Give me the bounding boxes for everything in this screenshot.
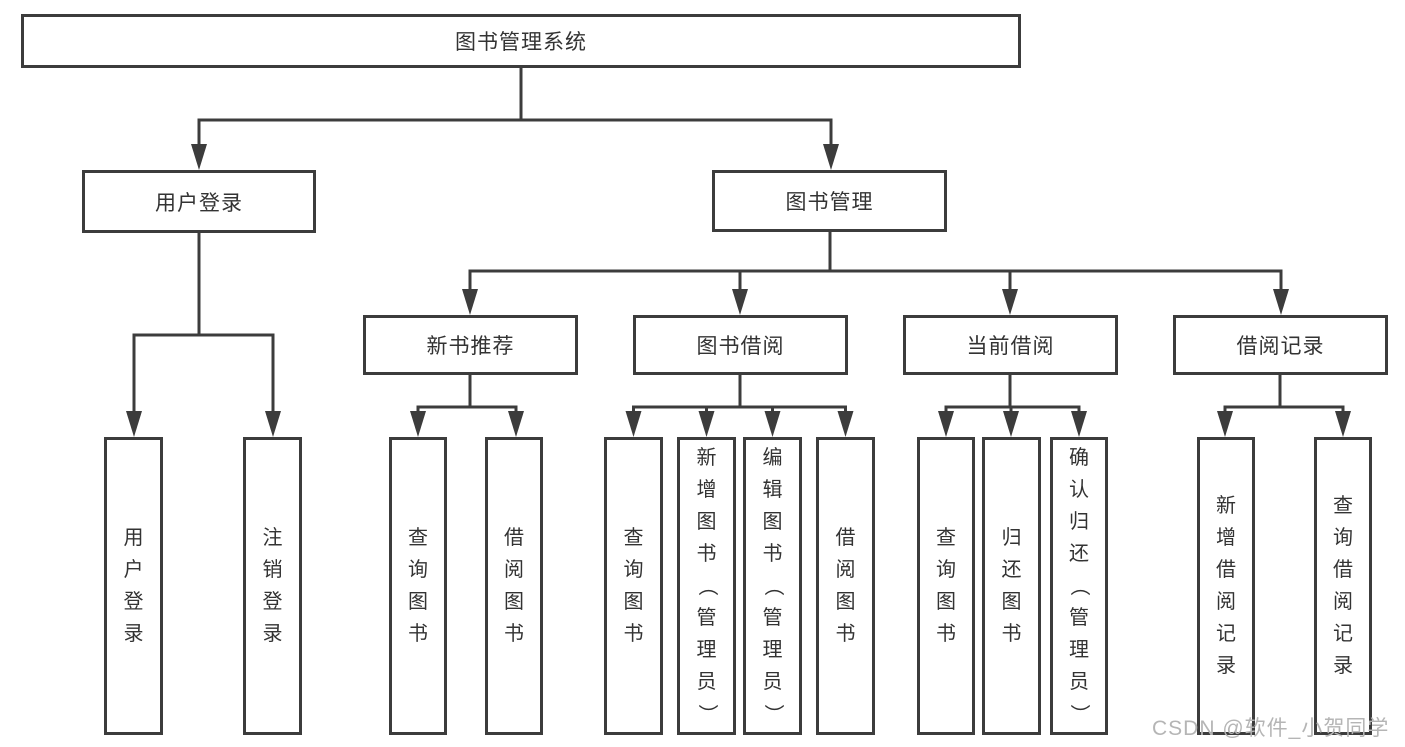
node-user-login: 用户登录 xyxy=(104,437,163,735)
node-book-borrowing: 图书借阅 xyxy=(633,315,848,375)
csdn-watermark: CSDN @软件_小贺同学 xyxy=(1152,717,1390,740)
node-query-borrow-record: 查询借阅记录 xyxy=(1314,437,1372,735)
node-library-management-system: 图书管理系统 xyxy=(21,14,1021,68)
node-new-book-recommendation: 新书推荐 xyxy=(363,315,578,375)
node-current-borrowing: 当前借阅 xyxy=(903,315,1118,375)
node-logout: 注销登录 xyxy=(243,437,302,735)
node-user-login-group: 用户登录 xyxy=(82,170,316,233)
node-query-books-borrowing: 查询图书 xyxy=(604,437,663,735)
node-borrow-books: 借阅图书 xyxy=(816,437,875,735)
node-query-books-current: 查询图书 xyxy=(917,437,975,735)
node-edit-books-admin: 编辑图书（管理员） xyxy=(743,437,802,735)
node-book-management: 图书管理 xyxy=(712,170,947,232)
node-add-borrow-record: 新增借阅记录 xyxy=(1197,437,1255,735)
node-borrowing-records: 借阅记录 xyxy=(1173,315,1388,375)
node-borrow-books-recommend: 借阅图书 xyxy=(485,437,543,735)
node-query-books-recommend: 查询图书 xyxy=(389,437,447,735)
node-add-books-admin: 新增图书（管理员） xyxy=(677,437,736,735)
node-return-books: 归还图书 xyxy=(982,437,1041,735)
node-confirm-return-admin: 确认归还（管理员） xyxy=(1050,437,1108,735)
